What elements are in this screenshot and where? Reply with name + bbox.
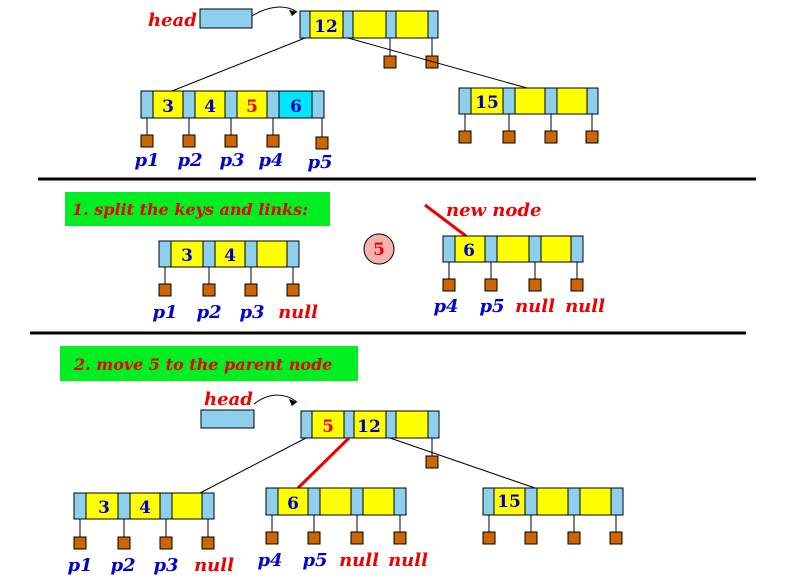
new-root-node (300, 410, 440, 439)
new-node-indicator (424, 203, 467, 238)
step-2-banner (60, 346, 358, 381)
root-key-5: 5 (322, 417, 334, 437)
root-to-right-edge (389, 437, 536, 489)
pointer-label-null: null (515, 296, 555, 317)
head-arrow (253, 394, 298, 405)
root-link-box (383, 55, 397, 69)
pointer-label-null: null (339, 550, 379, 571)
root-to-left-edge (199, 437, 307, 494)
final-middle-links (265, 515, 407, 545)
head-pointer-box (199, 8, 253, 29)
head-label: head (148, 10, 197, 31)
final-left-key-3: 3 (98, 498, 110, 518)
pointer-label: p2 (110, 555, 135, 576)
pointer-label: p2 (196, 302, 221, 323)
leaf-key-5: 5 (246, 97, 258, 117)
pointer-label: p2 (177, 150, 202, 171)
middle-key-5: 5 (373, 240, 385, 260)
root-key-12: 12 (314, 17, 338, 37)
final-left-node (73, 492, 215, 520)
final-middle-key-6: 6 (287, 494, 299, 514)
pointer-label: p1 (152, 302, 177, 323)
head-label: head (204, 389, 253, 410)
head-arrow (251, 6, 298, 17)
final-left-links (73, 519, 215, 550)
step-2-banner-text: 2. move 5 to the parent node (73, 355, 332, 374)
new-node-label: new node (446, 200, 541, 221)
final-left-key-4: 4 (139, 498, 151, 518)
pointer-label-null: null (194, 555, 234, 576)
pointer-label: p5 (302, 550, 327, 571)
root-link-box (425, 55, 439, 69)
pointer-label: p5 (479, 296, 504, 317)
new-right-node (442, 235, 584, 263)
root-node (299, 10, 439, 39)
overfull-leaf-node (140, 90, 325, 119)
split-left-key-4: 4 (224, 246, 236, 266)
leaf-key-6: 6 (290, 97, 302, 117)
leaf-key-4: 4 (204, 97, 216, 117)
pointer-label: p4 (258, 150, 283, 171)
right-leaf-key-15: 15 (475, 93, 499, 113)
overfull-leaf-links (140, 118, 329, 150)
pointer-label: p3 (219, 150, 244, 171)
pointer-label-null: null (565, 296, 605, 317)
root-to-right-edge (347, 37, 528, 89)
pointer-label: p4 (433, 296, 458, 317)
split-left-node (158, 240, 300, 268)
final-right-node (482, 487, 624, 516)
pointer-label: p1 (134, 150, 159, 171)
step-1-banner-text: 1. split the keys and links: (72, 200, 308, 219)
pointer-label: p1 (67, 555, 92, 576)
split-left-key-3: 3 (181, 246, 193, 266)
new-right-node-links (442, 262, 584, 292)
root-link-box (425, 455, 439, 469)
pointer-label-null: null (278, 302, 318, 323)
final-middle-node (265, 487, 407, 516)
pointer-label: p3 (153, 555, 178, 576)
pointer-label: p5 (307, 152, 332, 173)
right-leaf-links (458, 114, 599, 144)
new-node-key-6: 6 (463, 241, 475, 261)
new-link-to-middle-node (296, 436, 351, 490)
final-right-links (482, 515, 623, 545)
pointer-label-null: null (388, 550, 428, 571)
final-right-key-15: 15 (497, 492, 521, 512)
step-1-banner (65, 192, 330, 226)
root-to-left-edge (171, 37, 306, 92)
pointer-label: p3 (239, 302, 264, 323)
middle-key-circle (363, 233, 395, 265)
head-pointer-box (200, 409, 255, 429)
leaf-key-3: 3 (162, 97, 174, 117)
root-key-12: 12 (357, 417, 381, 437)
right-leaf-node (458, 87, 599, 115)
split-left-links (158, 267, 300, 297)
pointer-label: p4 (257, 550, 282, 571)
